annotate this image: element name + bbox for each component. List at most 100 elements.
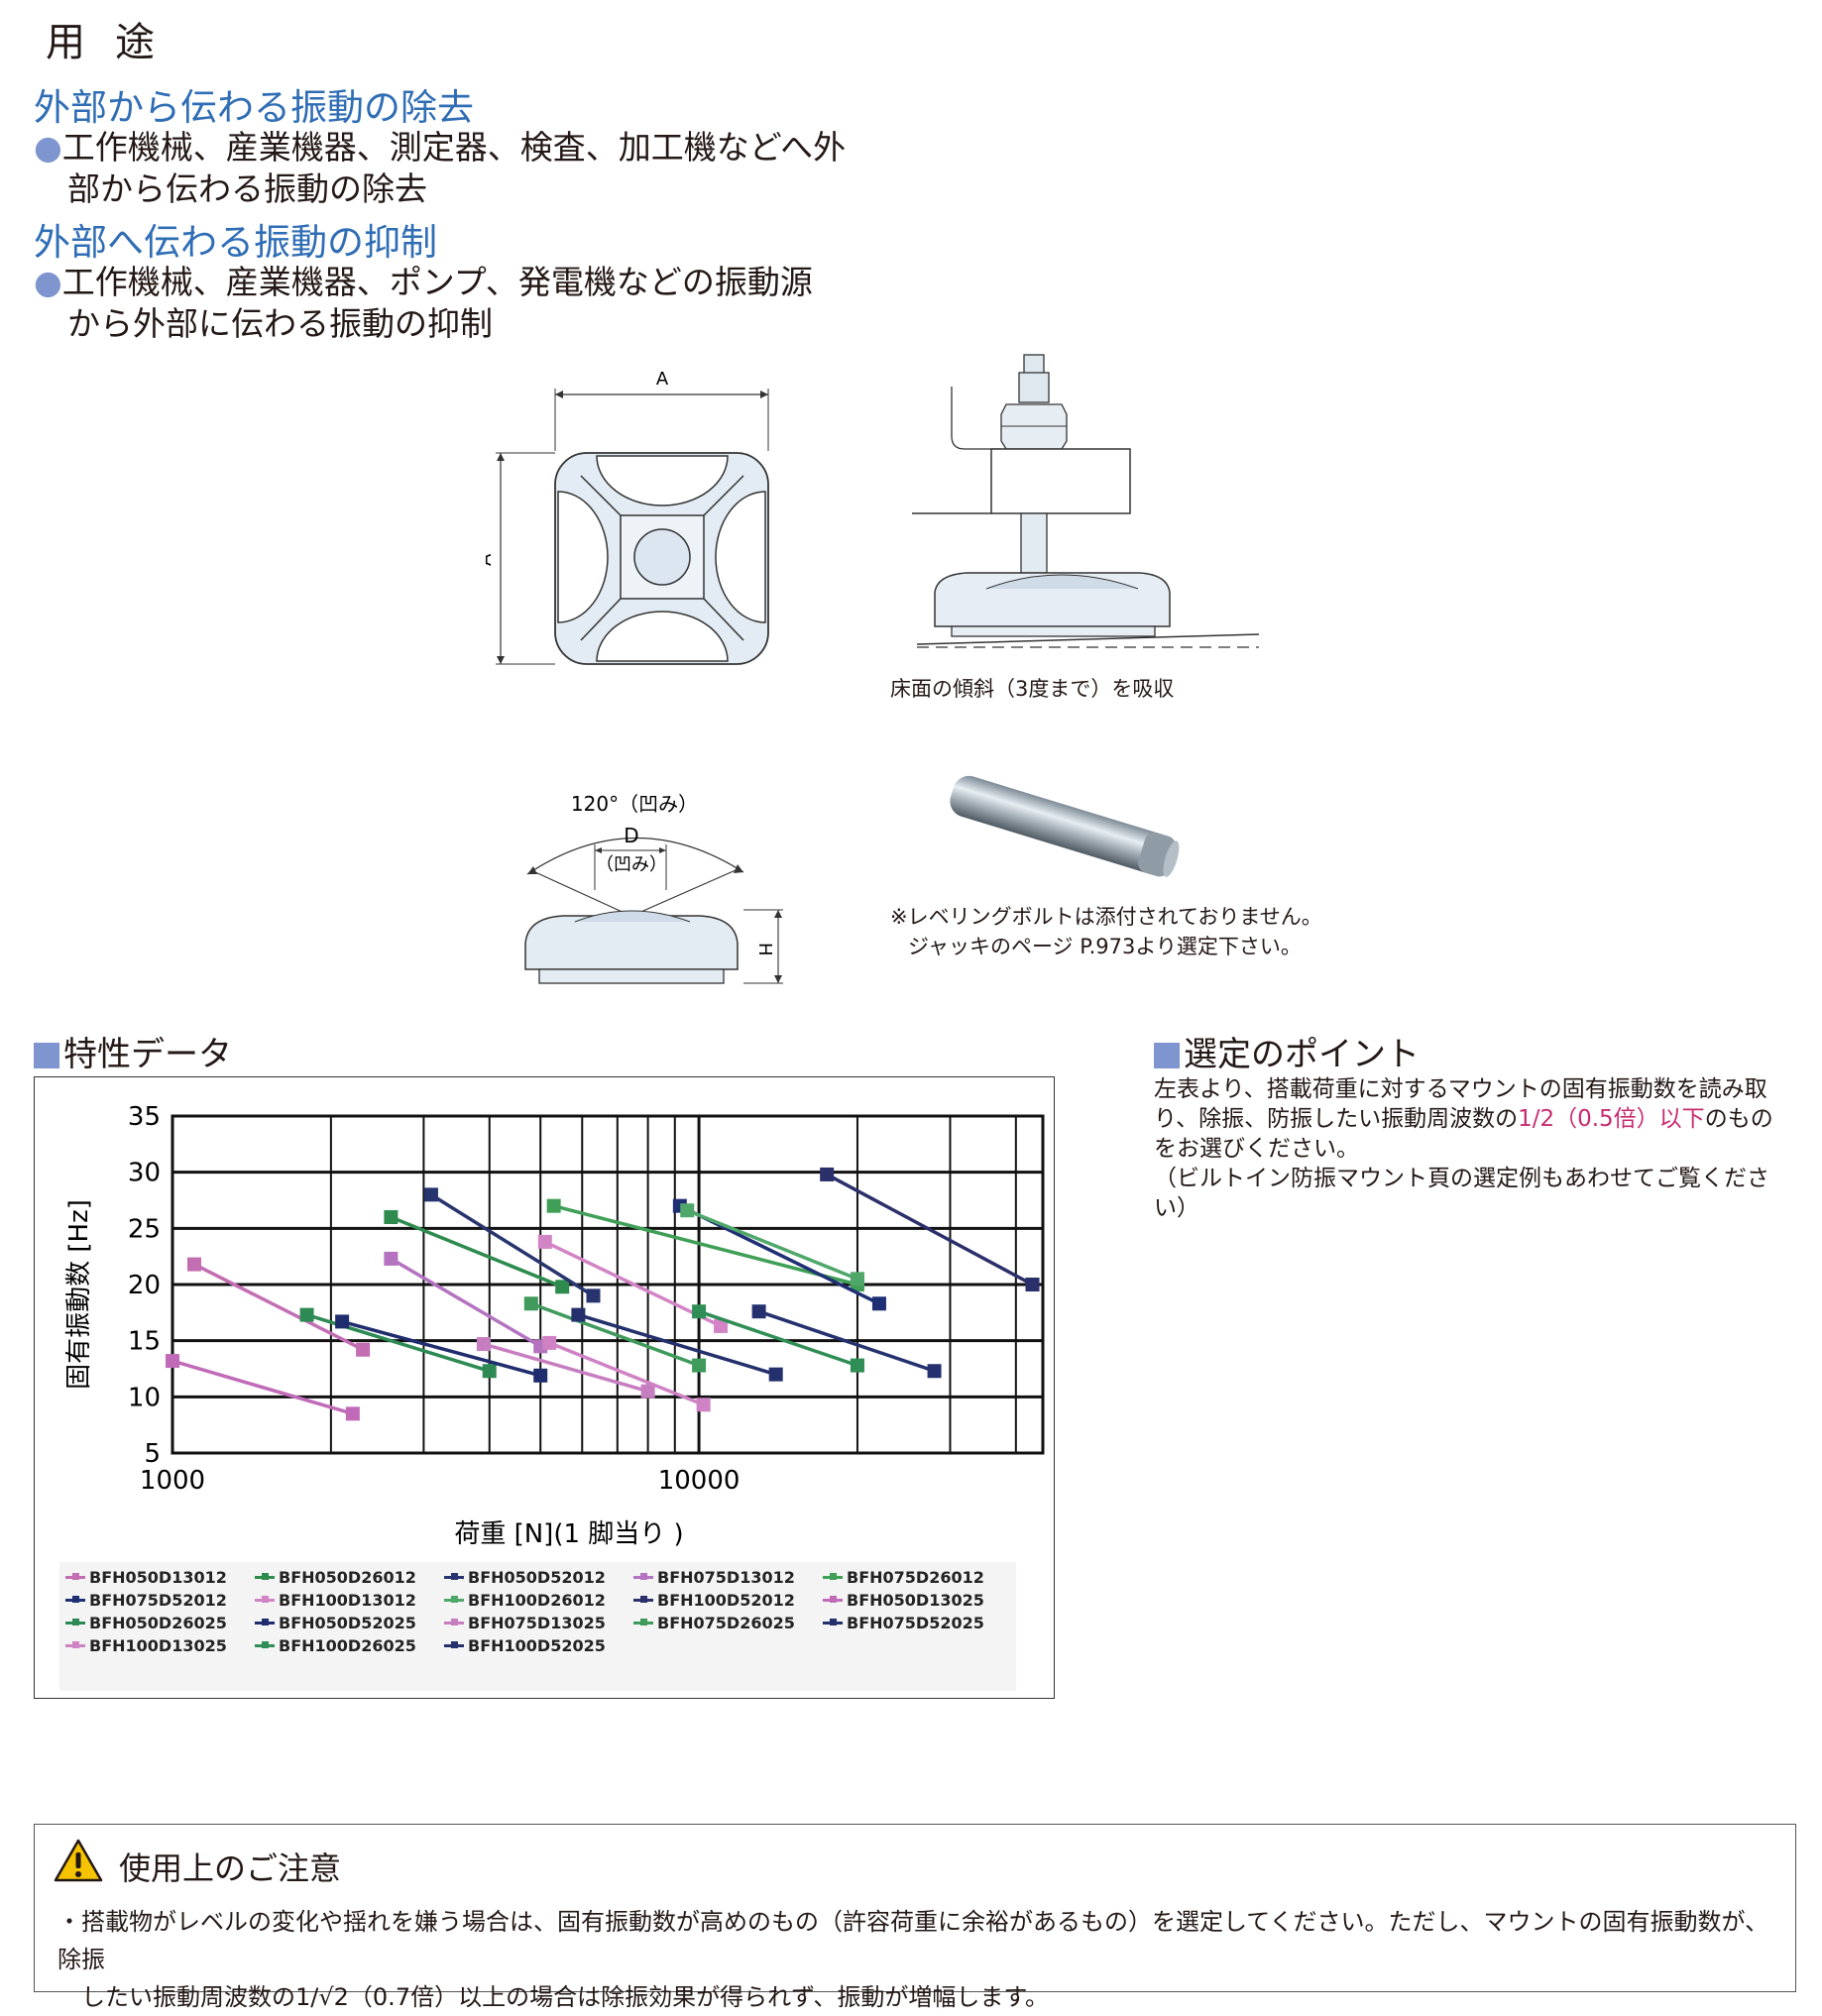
chart-y-tick-label: 5 <box>144 1439 161 1469</box>
caution-text: ・搭載物がレベルの変化や揺れを嫌う場合は、固有振動数が高めのもの（許容荷重に余裕… <box>57 1903 1782 2016</box>
legend-swatch <box>65 1596 85 1603</box>
points-line-4: （ビルトイン防振マウント頁の選定例もあわせてご覧ください） <box>1154 1166 1769 1221</box>
chart-series-line <box>390 1257 542 1348</box>
legend-swatch <box>65 1573 85 1580</box>
chart-data-point <box>696 1398 711 1412</box>
chart-series-BFH050D13012 <box>186 1257 371 1357</box>
mount-side-install-drawing <box>912 354 1260 648</box>
points-title-text: 選定のポイント <box>1184 1035 1420 1074</box>
legend-label: BFH100D13012 <box>279 1591 416 1610</box>
characteristics-title-text: 特性データ <box>63 1035 232 1074</box>
chart-x-tick-label: 1000 <box>140 1466 205 1496</box>
legend-item: BFH050D13025 <box>823 1591 1012 1610</box>
chart-data-point <box>384 1251 399 1266</box>
legend-swatch <box>444 1619 464 1625</box>
caution-title: 使用上のご注意 <box>119 1849 342 1887</box>
angle-label: 120°（凹み） <box>571 792 698 816</box>
points-body: 左表より、搭載荷重に対するマウントの固有振動数を読み取 り、除振、防振したい振動… <box>1154 1074 1798 1223</box>
chart-y-tick-label: 15 <box>128 1327 161 1357</box>
chart-grid <box>171 1114 1045 1455</box>
chart-series-line <box>577 1312 777 1377</box>
chart-data-point <box>546 1198 561 1213</box>
chart-series-line <box>341 1319 541 1378</box>
legend-item: BFH050D26025 <box>65 1614 255 1632</box>
legend-label: BFH075D26012 <box>847 1568 984 1587</box>
chart-data-point <box>533 1368 548 1383</box>
legend-label: BFH100D26025 <box>279 1636 416 1655</box>
caution-box <box>34 1824 1796 1992</box>
points-line-2-pre: り、除振、防振したい振動周波数の <box>1154 1106 1519 1132</box>
chart-data-point <box>768 1367 783 1382</box>
usage-heading-remove: 外部から伝わる振動の除去 <box>34 86 474 129</box>
legend-swatch <box>633 1573 653 1580</box>
legend-item: BFH050D52012 <box>444 1568 633 1587</box>
chart-series-line <box>530 1301 700 1368</box>
caution-bullet: ・ <box>57 1908 81 1936</box>
legend-label: BFH075D13025 <box>468 1614 606 1632</box>
legend-swatch <box>65 1619 85 1625</box>
legend-item: BFH100D26012 <box>444 1591 633 1610</box>
legend-label: BFH050D52012 <box>468 1568 606 1587</box>
legend-item: BFH075D26012 <box>823 1568 1012 1587</box>
leveling-bolt-image <box>950 775 1180 877</box>
legend-label: BFH050D26025 <box>89 1614 227 1632</box>
points-line-2: り、除振、防振したい振動周波数の1/2（0.5倍）以下のもの <box>1154 1104 1798 1134</box>
chart-y-tick-label: 10 <box>128 1383 161 1412</box>
usage-bullet-2-line1: 工作機械、産業機器、ポンプ、発電機などの振動源 <box>61 263 813 301</box>
legend-swatch <box>444 1596 464 1603</box>
chart-data-point <box>850 1358 864 1373</box>
legend-swatch <box>444 1641 464 1648</box>
chart-data-point <box>927 1364 942 1379</box>
chart-series-line <box>553 1203 858 1287</box>
tilt-caption: 床面の傾斜（3度まで）を吸収 <box>890 677 1175 701</box>
section-square-icon <box>1154 1043 1180 1068</box>
chart-series-line <box>193 1263 364 1352</box>
bolt-note-2: ジャッキのページ P.973より選定下さい。 <box>908 935 1302 958</box>
chart-data-point <box>299 1307 314 1322</box>
legend-label: BFH100D52012 <box>657 1591 795 1610</box>
chart-data-point <box>335 1314 350 1329</box>
chart-series-BFH050D26012 <box>384 1210 570 1294</box>
chart-data-point <box>542 1335 557 1350</box>
usage-heading-suppress: 外部へ伝わる振動の抑制 <box>34 221 437 264</box>
chart-series-BFH075D26025 <box>523 1296 707 1373</box>
chart-series-line <box>483 1342 649 1394</box>
chart-series-BFH100D26025 <box>692 1304 864 1373</box>
d-label: D <box>624 824 638 847</box>
points-highlight: 1/2（0.5倍）以下 <box>1518 1106 1705 1132</box>
chart-series-line <box>686 1208 858 1281</box>
chart-x-tick-label: 10000 <box>658 1466 740 1496</box>
chart-series-line <box>698 1309 858 1368</box>
legend-item: BFH100D52012 <box>633 1591 823 1610</box>
legend-label: BFH100D26012 <box>468 1591 606 1610</box>
usage-bullet-2-line2: から外部に伝わる振動の抑制 <box>67 304 493 343</box>
chart-series-BFH100D13025 <box>542 1335 711 1412</box>
usage-bullet-1-line2: 部から伝わる振動の除去 <box>67 169 427 208</box>
legend-swatch <box>255 1641 275 1648</box>
chart-data-point <box>555 1280 570 1294</box>
legend-label: BFH050D26012 <box>279 1568 416 1587</box>
legend-item: BFH050D26012 <box>255 1568 444 1587</box>
chart-series-BFH075D13025 <box>476 1337 655 1399</box>
section-square-icon <box>34 1043 59 1068</box>
chart-data-point <box>692 1358 707 1373</box>
chart-data-point <box>166 1354 179 1369</box>
legend-item: BFH050D13012 <box>65 1568 255 1587</box>
chart-series-line <box>390 1215 563 1288</box>
legend-item: BFH075D26025 <box>633 1614 823 1632</box>
chart-y-axis-label: 固有振動数 [Hz] <box>64 1199 94 1390</box>
chart-series-BFH050D52025 <box>335 1314 548 1383</box>
chart-data-point <box>423 1187 438 1202</box>
chart-y-tick-label: 30 <box>128 1159 161 1188</box>
chart-series-group <box>166 1167 1040 1421</box>
legend-swatch <box>633 1596 653 1603</box>
legend-item: BFH100D26025 <box>255 1636 444 1655</box>
points-line-1: 左表より、搭載荷重に対するマウントの固有振動数を読み取 <box>1154 1076 1767 1102</box>
chart-data-point <box>820 1167 835 1181</box>
legend-item: BFH100D13025 <box>65 1636 255 1655</box>
legend-item: BFH075D52012 <box>65 1591 255 1610</box>
chart-data-point <box>692 1304 707 1319</box>
legend-item: BFH075D13012 <box>633 1568 823 1587</box>
legend-item: BFH075D13025 <box>444 1614 633 1632</box>
chart-series-line <box>544 1240 722 1328</box>
